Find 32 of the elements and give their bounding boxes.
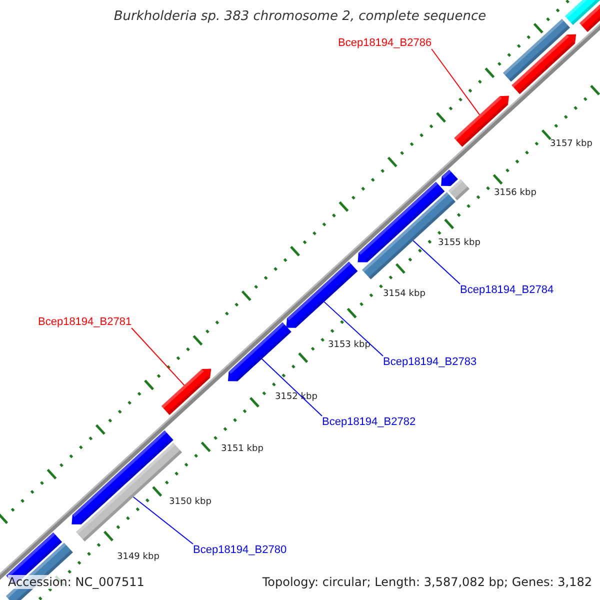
gene-feature: [448, 179, 470, 200]
gene-label: Bcep18194_B2781: [38, 316, 132, 328]
title: Burkholderia sp. 383 chromosome 2, complete sequence: [112, 9, 488, 24]
leader-line: [131, 328, 185, 386]
leader-line: [261, 358, 322, 416]
gene-feature: [454, 96, 510, 147]
gene-label: Bcep18194_B2784: [460, 284, 554, 296]
scale-label: 3157 kbp: [550, 139, 592, 149]
gene-label: Bcep18194_B2783: [383, 356, 477, 368]
gene-label: Bcep18194_B2786: [338, 37, 432, 49]
gene-feature: [161, 368, 212, 416]
scale-label: 3154 kbp: [383, 289, 426, 299]
gene-feature: [502, 18, 570, 82]
leader-line: [412, 240, 460, 284]
gene-feature: [228, 322, 292, 382]
scale-label: 3152 kbp: [275, 392, 318, 402]
gene-label: Bcep18194_B2782: [322, 416, 416, 428]
gene-feature: [286, 261, 358, 328]
scale-label: 3150 kbp: [169, 497, 212, 507]
scale-label: 3153 kbp: [328, 340, 370, 350]
gene-feature: [441, 170, 458, 186]
footer-text: Topology: circular; Length: 3,587,082 bp; Genes: 3,182: [262, 575, 592, 589]
scale-label: 3156 kbp: [494, 188, 536, 198]
footer-text: Accession: NC_007511: [8, 575, 144, 589]
leader-line: [324, 301, 384, 356]
scale-label: 3149 kbp: [117, 552, 160, 562]
scale-label: 3155 kbp: [438, 238, 480, 248]
scale-label: 3151 kbp: [221, 444, 264, 454]
gene-feature: [512, 34, 576, 94]
gene-label: Bcep18194_B2780: [193, 544, 287, 556]
gene-feature: [564, 0, 600, 25]
leader-line: [132, 496, 194, 544]
